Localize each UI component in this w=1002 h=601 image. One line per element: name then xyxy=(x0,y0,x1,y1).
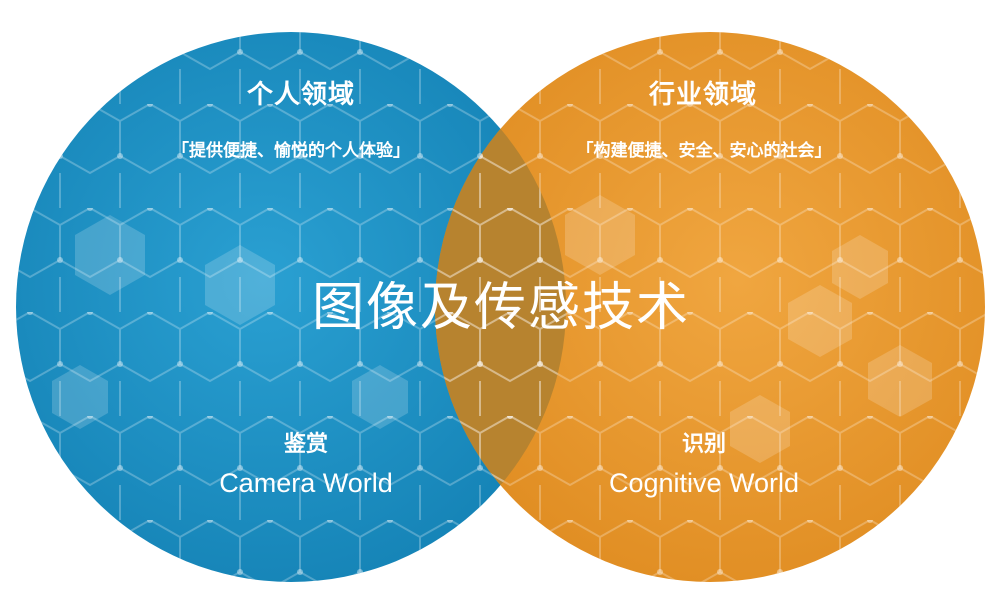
center-title: 图像及传感技术 xyxy=(311,278,690,338)
left-subtitle: 「提供便捷、愉悦的个人体验」 xyxy=(172,141,410,161)
right-subtitle: 「构建便捷、安全、安心的社会」 xyxy=(576,141,832,161)
left-title: 个人领域 xyxy=(246,80,355,110)
left-name: Camera World xyxy=(219,468,393,498)
right-keyword: 识别 xyxy=(681,432,726,457)
right-name: Cognitive World xyxy=(608,468,800,498)
left-keyword: 鉴赏 xyxy=(283,432,328,457)
right-title: 行业领域 xyxy=(648,80,757,110)
